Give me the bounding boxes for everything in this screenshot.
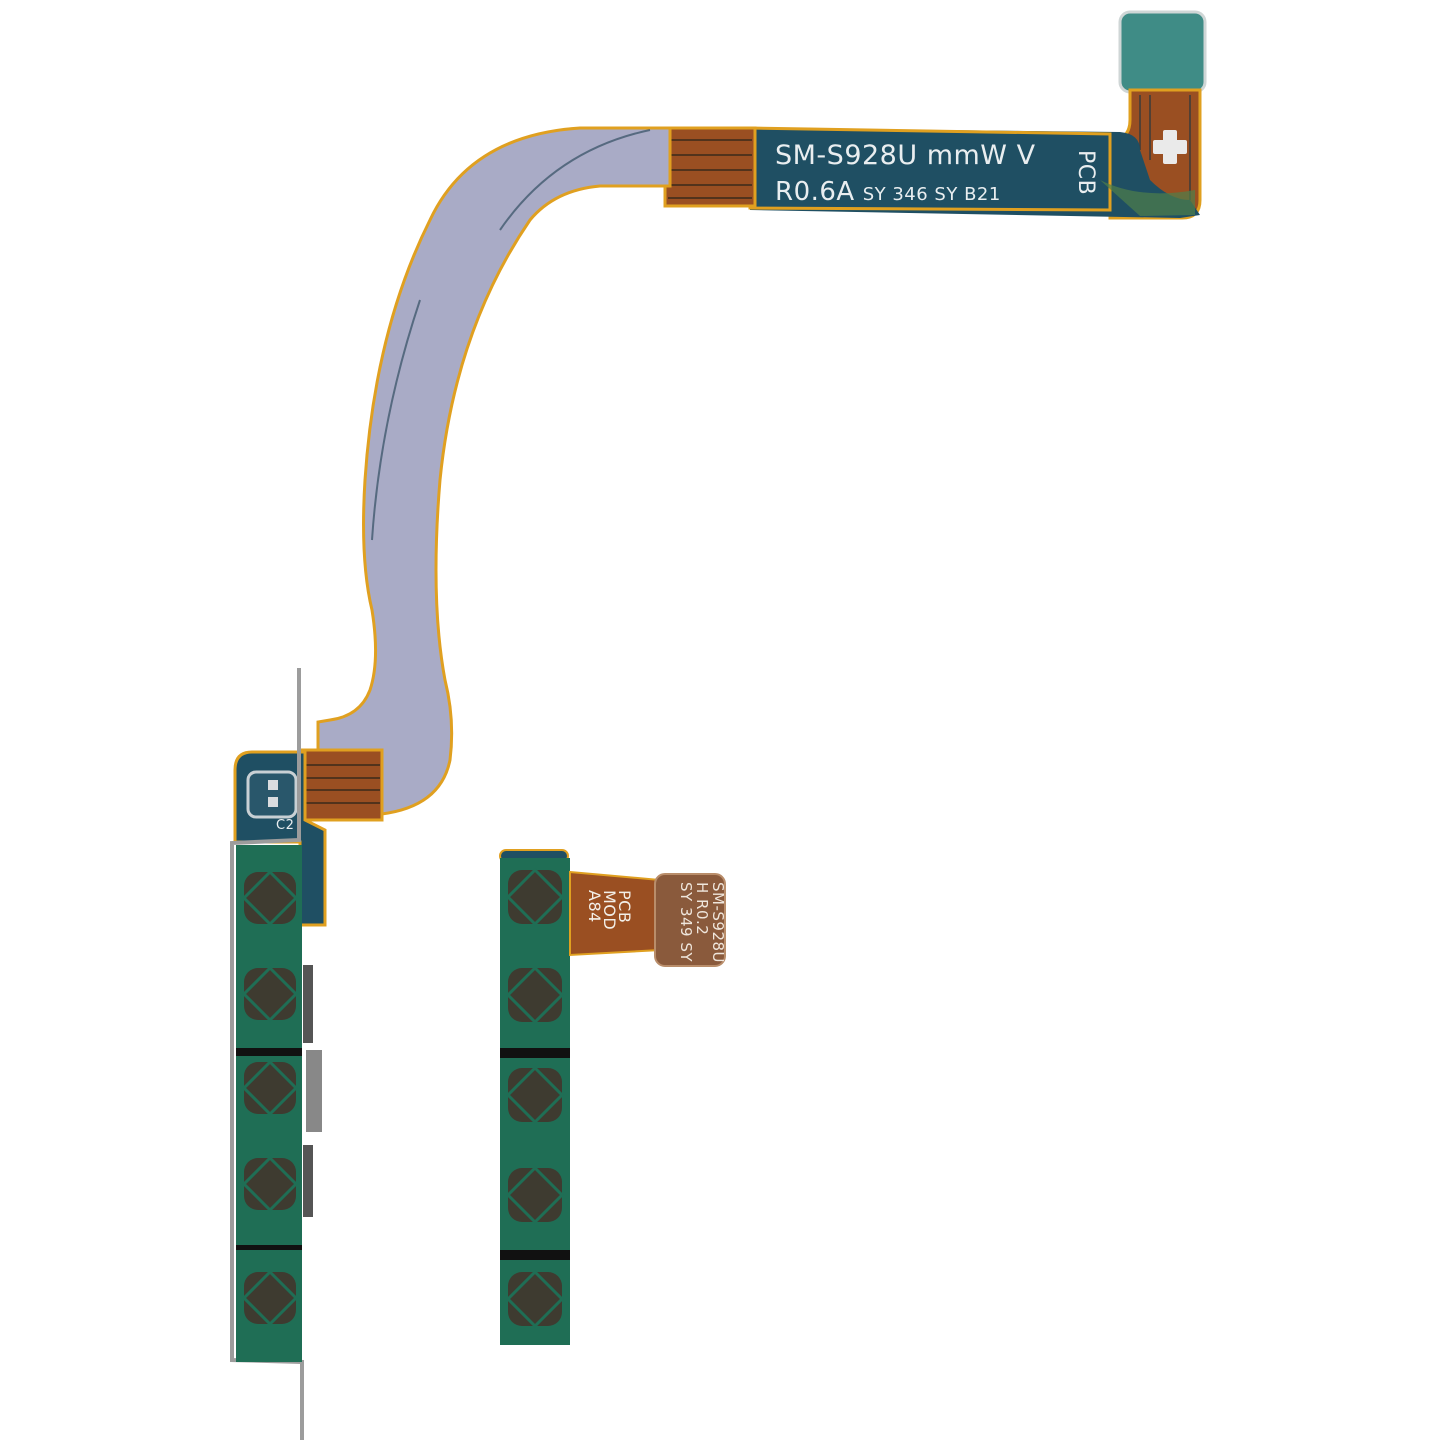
left-metal-clip: [230, 668, 304, 1440]
main-pcb-strip: [663, 126, 1200, 218]
main-pcb-label-line1: SM-S928U mmW V: [775, 140, 1036, 171]
connector-label-line: SY 349 SY: [677, 882, 695, 963]
right-module-label: PCB MOD A84: [585, 890, 634, 931]
left-copper-neck: [298, 748, 384, 822]
plus-marker-icon: [1153, 130, 1187, 164]
left-module-head: [233, 750, 327, 927]
right-antenna-module: [499, 849, 726, 1345]
shielded-flex-cable: [316, 126, 672, 817]
batch-code-label: SY 346 SY B21: [862, 184, 1001, 205]
component-c2-label: C2: [276, 818, 295, 833]
pcb-side-label: PCB: [1073, 150, 1098, 196]
connector-label-line: H R0.2: [693, 882, 711, 936]
mod-label-line: PCB: [615, 890, 634, 924]
revision-label: R0.6A: [775, 177, 855, 207]
connector-label-line: SM-S928U: [709, 882, 727, 964]
mod-label-line: MOD: [600, 890, 619, 931]
left-antenna-module: [236, 845, 322, 1362]
right-connector-label: SM-S928U H R0.2 SY 349 SY: [677, 882, 727, 964]
main-pcb-label-line2: R0.6A SY 346 SY B21: [775, 177, 1001, 207]
